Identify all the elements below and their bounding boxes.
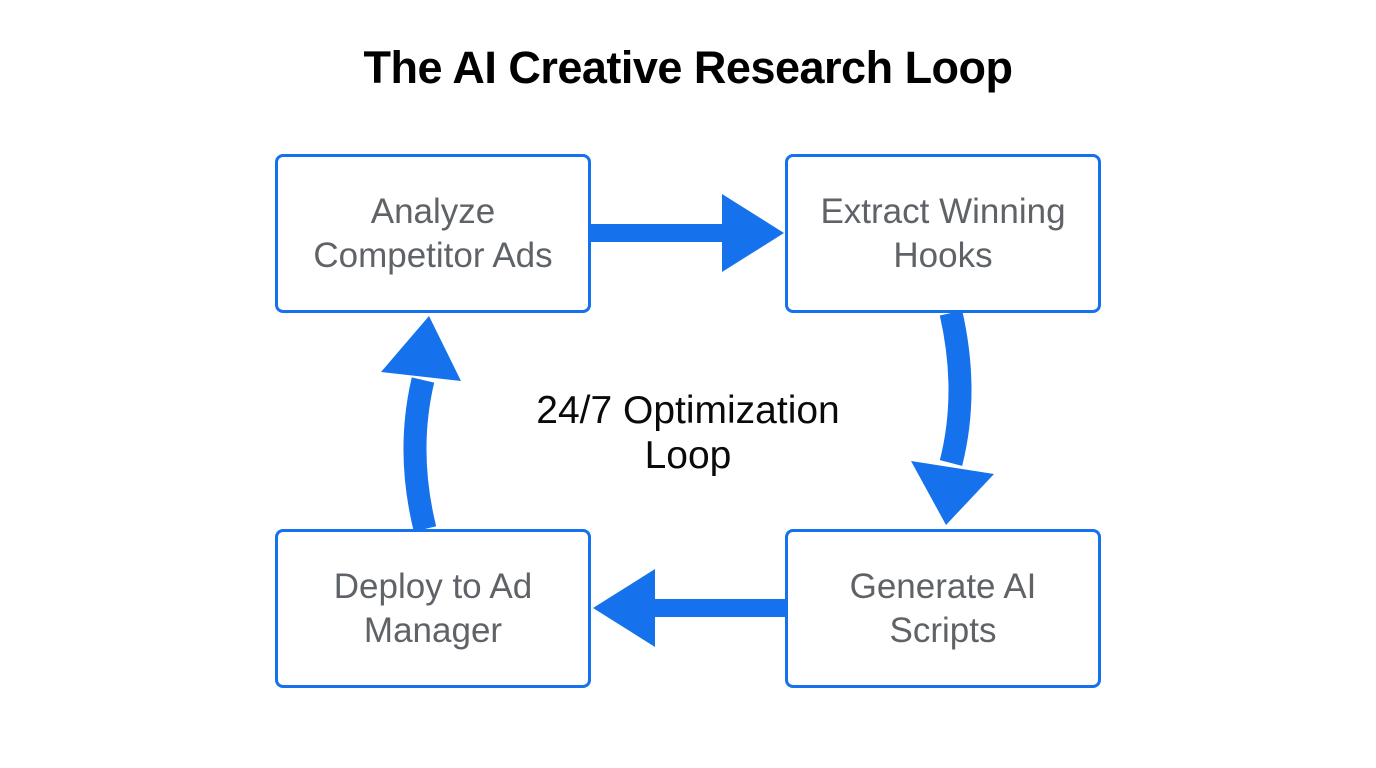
node-label-line: Analyze (370, 191, 496, 231)
center-loop-label-line: 24/7 Optimization (536, 389, 840, 432)
node-analyze-competitor-ads: Analyze Competitor Ads (275, 154, 591, 313)
node-generate-ai-scripts: Generate AI Scripts (785, 529, 1101, 688)
arrow-deploy-to-analyze-icon (381, 316, 461, 532)
node-label-line: Generate AI (849, 566, 1037, 606)
node-label-line: Manager (363, 610, 503, 650)
node-label-line: Hooks (893, 235, 993, 275)
center-loop-label-line: Loop (644, 434, 732, 477)
node-extract-winning-hooks: Extract Winning Hooks (785, 154, 1101, 313)
node-label-line: Deploy to Ad (333, 566, 533, 606)
node-label-line: Extract Winning (820, 191, 1066, 231)
center-loop-label: 24/7 Optimization Loop (438, 388, 938, 478)
node-label-line: Competitor Ads (313, 235, 553, 275)
arrow-generate-to-deploy-icon (593, 569, 786, 647)
arrow-analyze-to-extract-icon (591, 194, 784, 272)
node-deploy-to-ad-manager: Deploy to Ad Manager (275, 529, 591, 688)
arrow-extract-to-generate-icon (911, 310, 994, 525)
node-label-line: Scripts (889, 610, 997, 650)
diagram-title: The AI Creative Research Loop (363, 42, 1013, 93)
